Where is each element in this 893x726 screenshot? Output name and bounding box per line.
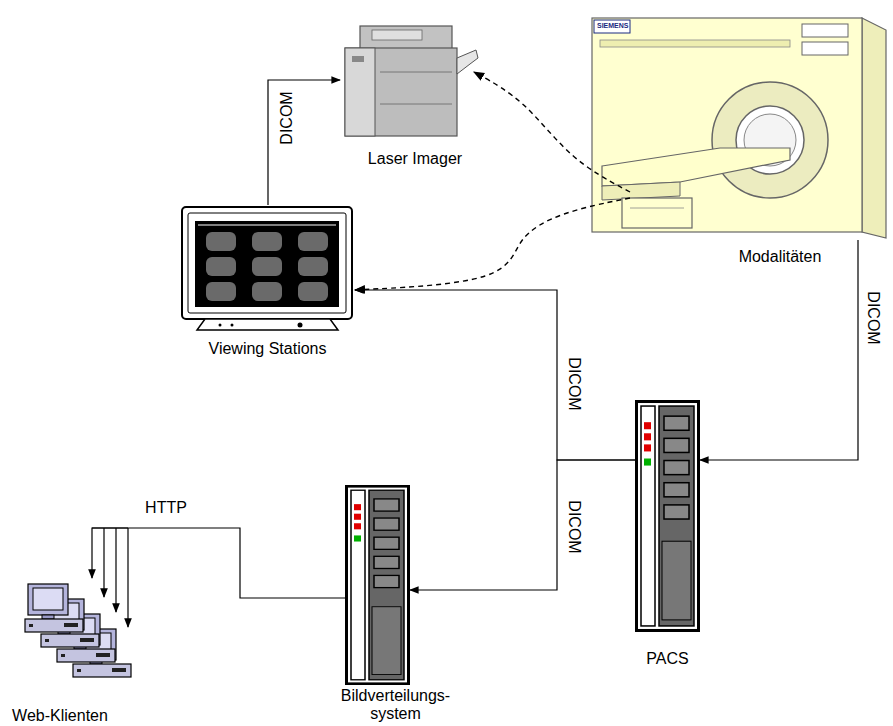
device-node: Web-Klienten [15,578,145,705]
device-node: Bildverteilungs- system [345,485,410,685]
web-client-pictures [25,584,131,677]
dashed-connector [355,198,630,290]
dicom-connector [700,240,858,460]
device-label: Web-Klienten [12,707,108,725]
device-label: Viewing Stations [209,340,327,358]
brand-label: SIEMENS [597,22,629,30]
scanner-picture [592,18,886,238]
dicom-connector [355,290,635,460]
dashed-connector [474,72,630,192]
protocol-label: DICOM [566,498,582,555]
device-node: Viewing Stations [180,205,355,330]
protocol-label: HTTP [143,500,189,516]
dicom-connector [268,80,340,205]
protocol-label: DICOM [566,355,582,412]
protocol-label: DICOM [279,89,295,146]
device-label: Modalitäten [739,248,822,266]
http-branch-wires [92,528,128,627]
device-node: Modalitäten [590,15,888,240]
device-label: Laser Imager [368,150,462,168]
laser-imager-picture [345,26,478,136]
pacs-server-picture [637,402,699,631]
device-label: PACS [646,650,688,668]
device-label: Bildverteilungs- system [341,687,450,723]
distribution-server-picture [347,486,409,683]
device-node: PACS [635,400,700,632]
protocol-label: DICOM [865,289,881,346]
device-node: Laser Imager [340,25,472,138]
dicom-connector [410,460,635,590]
dicom-connector [92,528,345,598]
monitor-picture [182,207,352,330]
